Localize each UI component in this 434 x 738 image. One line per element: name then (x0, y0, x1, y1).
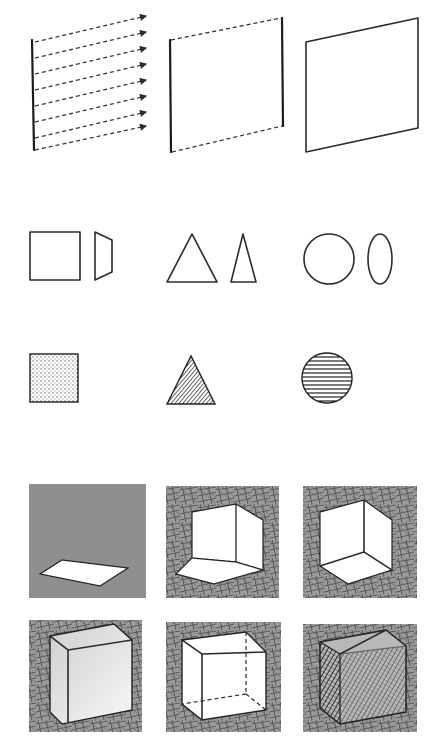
wireframe-cube (166, 622, 281, 732)
plane-sweep-edges (170, 18, 283, 152)
three-faced-corner (303, 486, 417, 598)
gradient-cube (29, 620, 142, 732)
triangle-and-narrow-triangle (167, 234, 256, 282)
square-and-skewed-square (30, 232, 112, 280)
striped-circle (302, 353, 352, 403)
dark-shaded-cube (303, 624, 417, 732)
arrow-row (35, 16, 146, 150)
hatched-triangle (167, 356, 215, 404)
circle-and-ellipse (304, 234, 392, 284)
plane-quad (306, 18, 418, 152)
dotted-square (30, 354, 78, 402)
floor-and-back-walls (166, 486, 279, 598)
floor-plane (29, 484, 146, 598)
plane-sweep-arrows (32, 16, 146, 150)
